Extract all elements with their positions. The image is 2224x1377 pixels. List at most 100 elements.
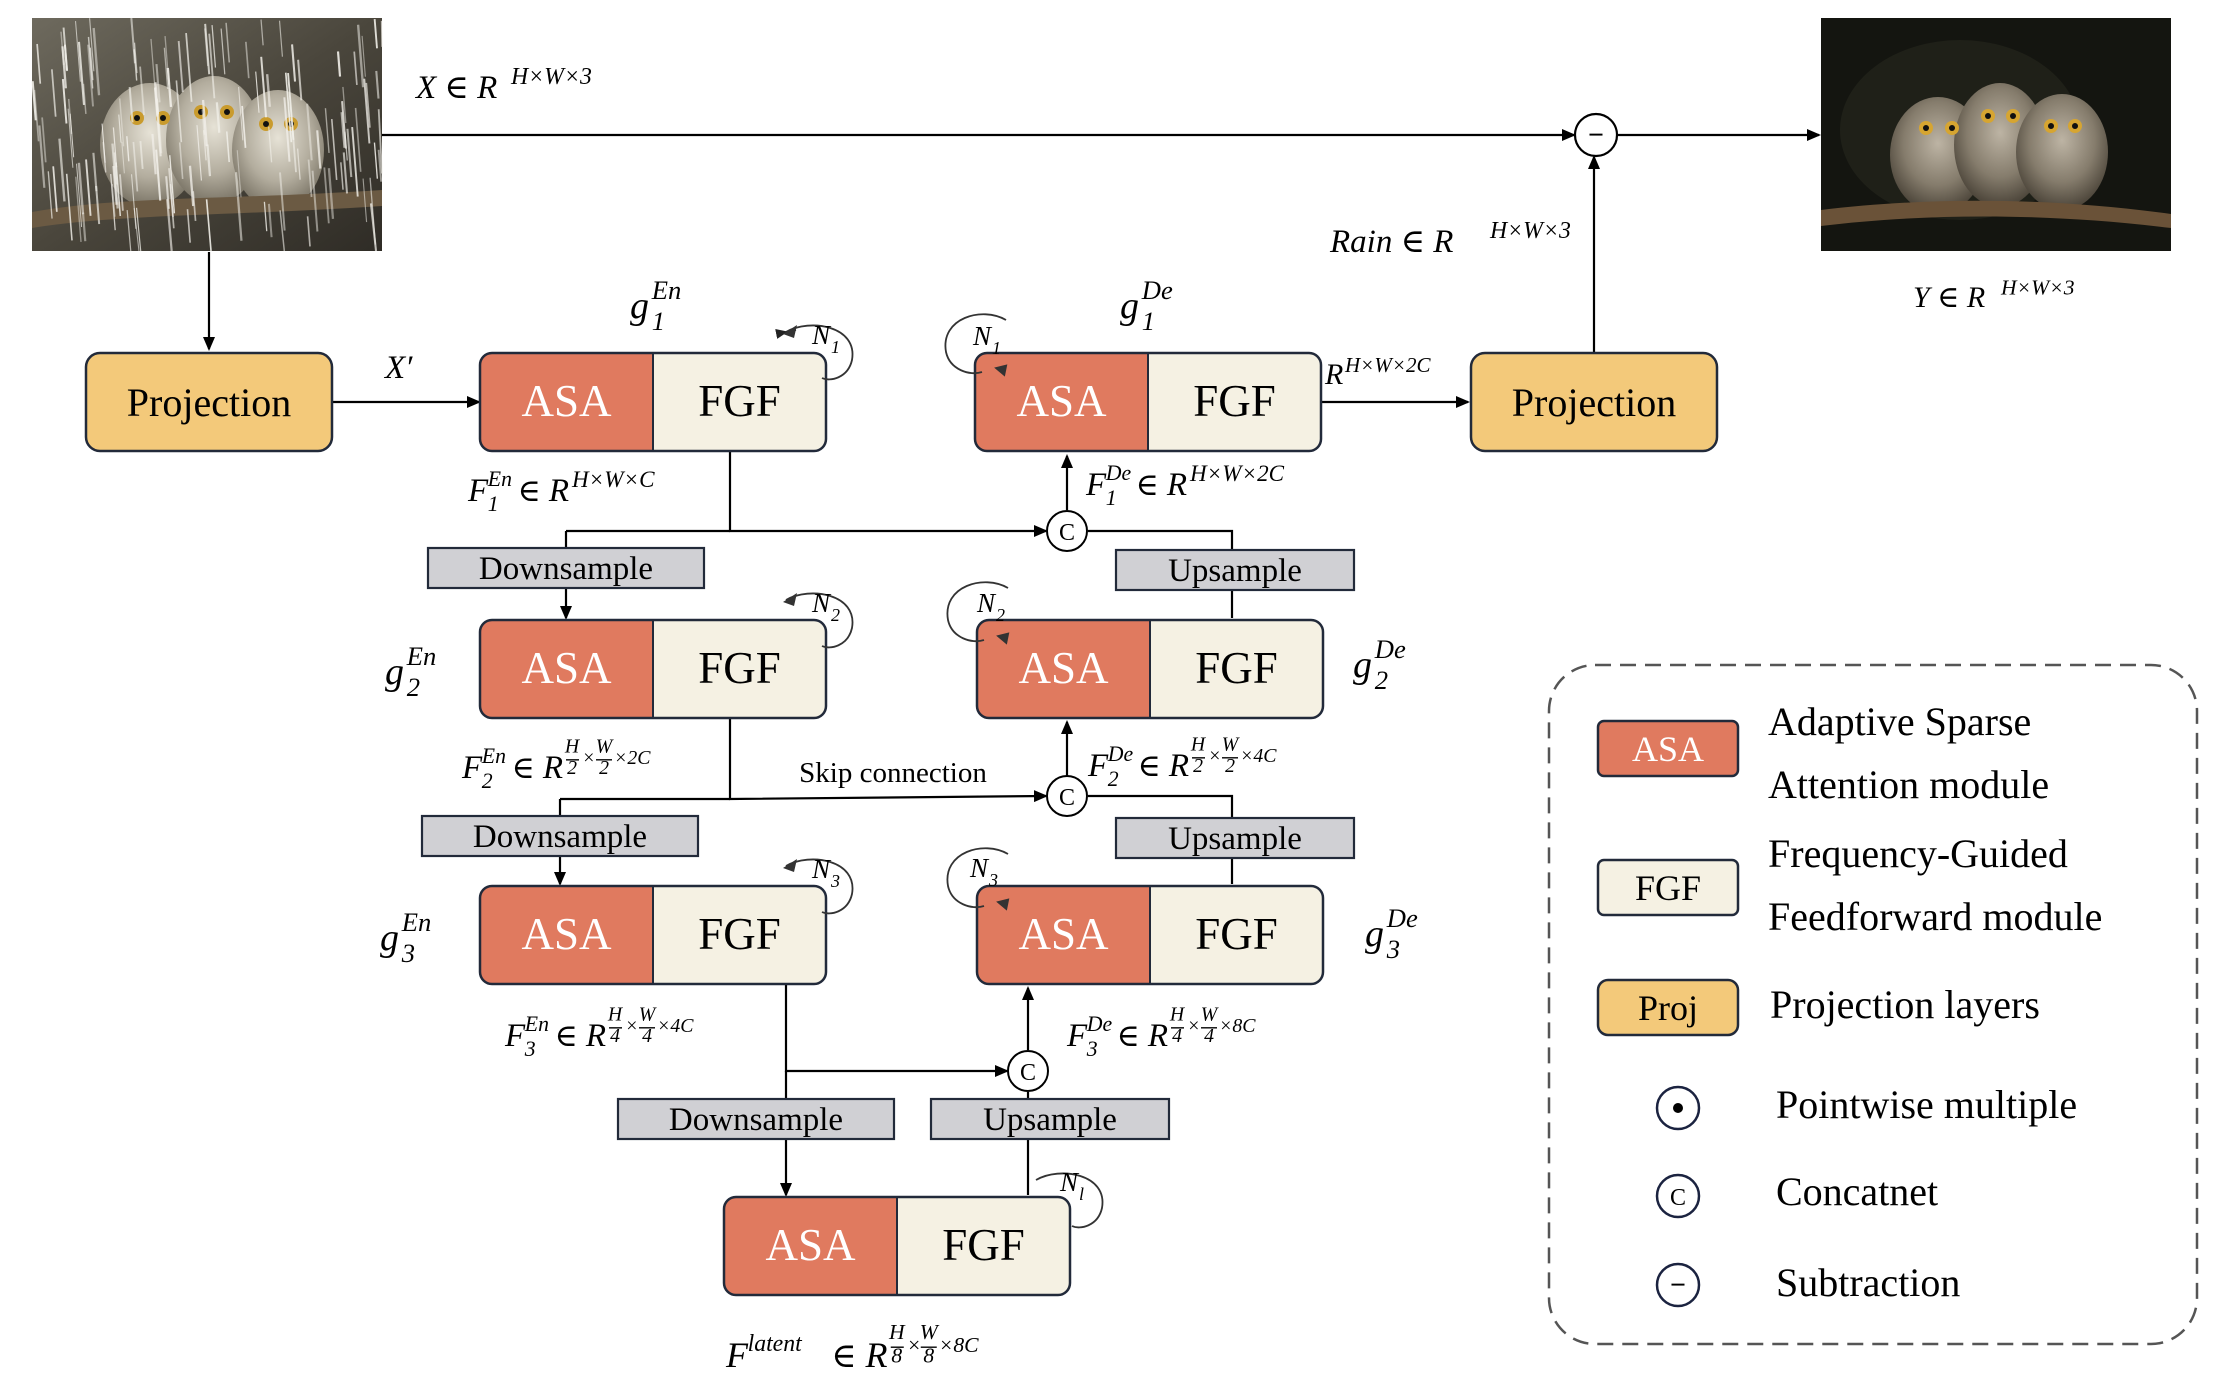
svg-text:Adaptive Sparse: Adaptive Sparse bbox=[1768, 699, 2031, 744]
rain-streak bbox=[225, 22, 231, 63]
rain-streak bbox=[67, 98, 73, 135]
rain-streak bbox=[362, 178, 368, 223]
f1-en-label-sup: En bbox=[487, 467, 512, 491]
rain-streak bbox=[118, 98, 125, 147]
rain-streak bbox=[260, 56, 268, 118]
rain-streak bbox=[77, 41, 86, 105]
fgf-label: FGF bbox=[698, 909, 781, 959]
g2-en-label-sup: En bbox=[406, 641, 437, 671]
legend-pointwise: Pointwise multiple bbox=[1655, 1082, 2077, 1131]
f3-de-label-frac-w: W bbox=[1201, 1003, 1219, 1025]
asa-label: ASA bbox=[1018, 643, 1109, 693]
rain-streak bbox=[52, 166, 58, 212]
rain-streak bbox=[234, 172, 243, 241]
svg-text:Feedforward module: Feedforward module bbox=[1768, 894, 2102, 939]
f1-de-label-sub: 1 bbox=[1106, 486, 1117, 510]
rain-streak bbox=[225, 131, 230, 163]
n1-dec-label: N bbox=[972, 321, 993, 351]
rain-streak bbox=[89, 18, 95, 72]
legend-concat: C Concatnet bbox=[1655, 1169, 1938, 1219]
projection-in: Projection bbox=[84, 351, 334, 453]
rain-streak bbox=[61, 78, 68, 124]
legend: ASA Adaptive Sparse Attention module FGF… bbox=[1547, 663, 2199, 1346]
n3-enc-label: N bbox=[811, 854, 832, 884]
rain-streak bbox=[211, 24, 217, 68]
rain-streak bbox=[87, 36, 94, 89]
rain-streak bbox=[279, 172, 286, 231]
rain-streak bbox=[361, 35, 366, 77]
rain-streak bbox=[135, 207, 142, 252]
rain-streak bbox=[205, 199, 212, 252]
f3-en-label: F bbox=[504, 1018, 526, 1054]
f3-de-label-sup: De bbox=[1086, 1012, 1113, 1036]
nl-latent-label: N bbox=[1059, 1167, 1080, 1197]
rain-streak bbox=[87, 44, 94, 107]
rain-streak bbox=[342, 86, 347, 124]
f-latent-label-frac-h: H bbox=[888, 1320, 906, 1344]
rain-streak bbox=[139, 141, 144, 170]
rain-streak bbox=[241, 105, 247, 148]
f2-de-label-sup: De bbox=[1107, 742, 1134, 766]
rain-streak bbox=[133, 49, 138, 81]
svg-text:C: C bbox=[1020, 1060, 1036, 1086]
fgf-label: FGF bbox=[1195, 909, 1278, 959]
rain-streak bbox=[112, 127, 118, 168]
rain-streak bbox=[336, 51, 342, 77]
rain-streak bbox=[82, 83, 87, 114]
rain-streak bbox=[47, 171, 53, 219]
rain-streak bbox=[115, 162, 122, 217]
f-latent-label-frac-den2: 8 bbox=[923, 1344, 934, 1368]
f3-en-label-sup: En bbox=[524, 1012, 549, 1036]
y-output-label: Y ∈ R bbox=[1913, 281, 1985, 314]
rain-streak bbox=[155, 98, 163, 154]
fgf-part bbox=[1150, 886, 1323, 984]
svg-text:Attention module: Attention module bbox=[1768, 762, 2049, 807]
rain-streak bbox=[287, 73, 295, 141]
rain-streak bbox=[163, 47, 169, 90]
rain-streak bbox=[363, 78, 371, 144]
rain-streak bbox=[50, 69, 57, 117]
asa-label: ASA bbox=[521, 376, 612, 426]
rain-streak bbox=[133, 207, 140, 252]
rain-streak bbox=[296, 148, 301, 180]
input-image bbox=[31, 17, 383, 252]
rain-streak bbox=[92, 27, 101, 96]
rain-label-sup: H×W×3 bbox=[1489, 218, 1571, 244]
f2-en-label-space: R bbox=[542, 750, 563, 786]
r-2c-sup: H×W×2C bbox=[1344, 353, 1432, 377]
f3-en-label-frac-h: H bbox=[607, 1003, 624, 1025]
rain-streak bbox=[353, 51, 358, 85]
rain-streak bbox=[255, 71, 260, 113]
f1-de-label: F bbox=[1085, 467, 1107, 503]
n3-enc-label-sub: 3 bbox=[830, 871, 840, 891]
f2-en-label-sub: 2 bbox=[482, 769, 493, 793]
rain-streak bbox=[260, 19, 264, 46]
f3-en-label-frac-w: W bbox=[639, 1003, 657, 1025]
concat-op-1: C bbox=[1046, 510, 1088, 552]
rain-streak bbox=[128, 86, 134, 123]
f3-en-label-sub: 3 bbox=[524, 1037, 536, 1061]
y-output-label-sup: H×W×3 bbox=[2000, 275, 2075, 299]
rain-streak bbox=[110, 173, 116, 231]
f3-de-label: F bbox=[1066, 1018, 1088, 1054]
g2-de-label: g bbox=[1353, 644, 1372, 686]
svg-text:Upsample: Upsample bbox=[983, 1102, 1117, 1138]
f1-de-label-space: R bbox=[1166, 467, 1187, 503]
subtract-op: − bbox=[1573, 112, 1619, 158]
r-2c-label: R bbox=[1324, 358, 1343, 391]
f2-en-label-member: ∈ bbox=[512, 750, 535, 785]
rain-streak bbox=[188, 165, 195, 207]
f2-de-label-space: R bbox=[1168, 748, 1189, 784]
loops bbox=[775, 313, 1104, 1229]
rain-streak bbox=[330, 118, 338, 181]
f3-de-label-member: ∈ bbox=[1117, 1018, 1140, 1053]
rain-streak bbox=[175, 80, 183, 143]
rain-streak bbox=[81, 212, 87, 242]
rain-streak bbox=[267, 203, 273, 238]
f2-de-label-tail: ×4C bbox=[1240, 745, 1277, 767]
rain-streak bbox=[377, 149, 383, 182]
nl-latent-label-sub: l bbox=[1079, 1184, 1084, 1204]
asa-part bbox=[977, 620, 1150, 718]
